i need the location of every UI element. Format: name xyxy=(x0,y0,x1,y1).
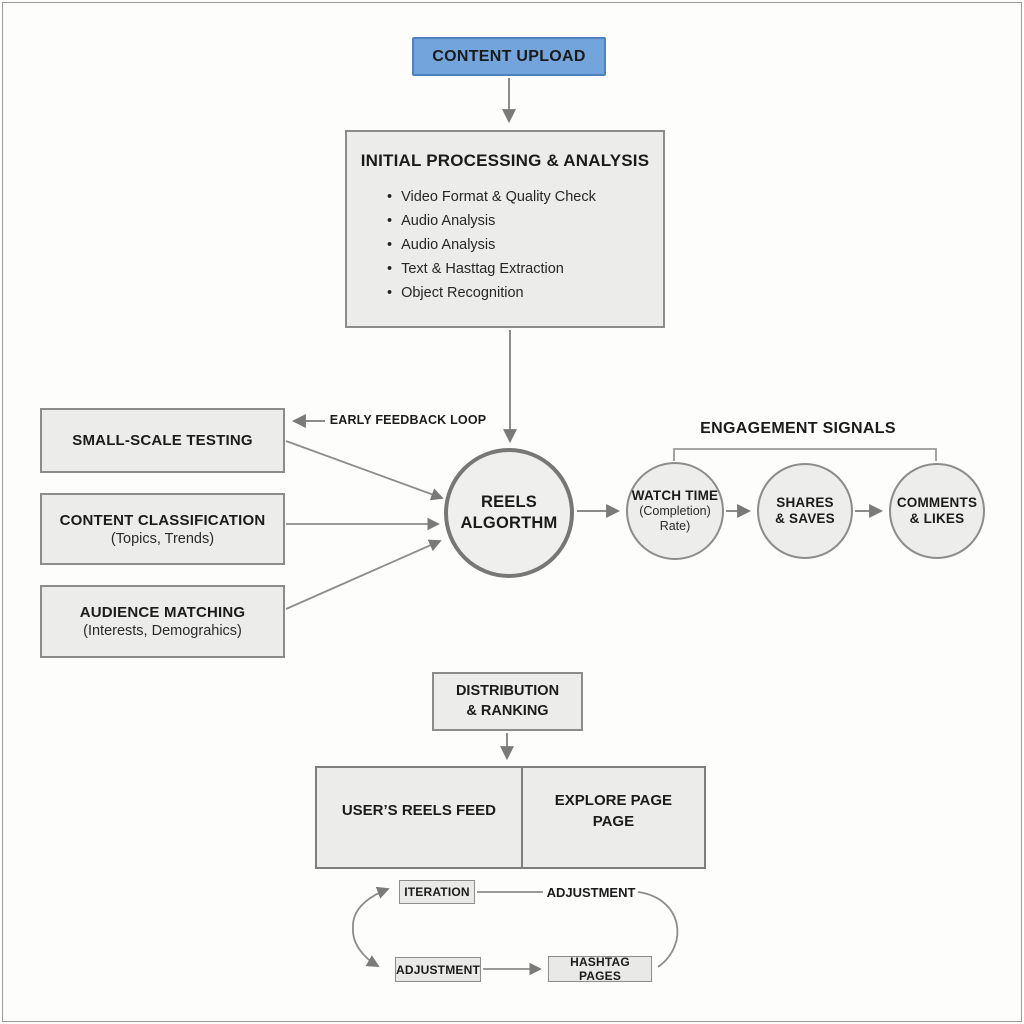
distribution-line1: DISTRIBUTION xyxy=(455,682,560,699)
comments-likes-line2: & LIKES xyxy=(909,511,965,526)
distribution-ranking-box: DISTRIBUTION & RANKING xyxy=(432,672,583,731)
reels-algorithm-line2: ALGORTHM xyxy=(460,514,558,532)
shares-saves-line1: SHARES xyxy=(776,494,834,510)
explore-page-line2: PAGE xyxy=(592,812,635,830)
initial-processing-box: INITIAL PROCESSING & ANALYSIS Video Form… xyxy=(345,130,665,328)
engagement-signals-title: ENGAGEMENT SIGNALS xyxy=(700,420,896,437)
iteration-box: ITERATION xyxy=(399,880,475,904)
bullet-text-hashtag: Text & Hasttag Extraction xyxy=(387,257,663,281)
arrow-testing-to-algorithm xyxy=(285,440,444,501)
content-classification-label: CONTENT CLASSIFICATION xyxy=(59,511,266,529)
explore-page-cell: EXPLORE PAGE PAGE xyxy=(520,768,704,867)
destination-feeds-box: USER’S REELS FEED EXPLORE PAGE PAGE xyxy=(315,766,706,869)
watch-time-line3: Rate) xyxy=(659,519,691,534)
bullet-object-recognition: Object Recognition xyxy=(387,281,663,305)
shares-saves-line2: & SAVES xyxy=(775,511,835,526)
adjustment-box: ADJUSTMENT xyxy=(395,957,481,982)
users-reels-feed-label: USER’S REELS FEED xyxy=(341,802,497,819)
content-upload-box: CONTENT UPLOAD xyxy=(412,37,606,76)
hashtag-pages-label: HASHTAG PAGES xyxy=(570,955,630,983)
early-feedback-loop-label: EARLY FEEDBACK LOOP xyxy=(329,413,487,427)
bullet-audio-analysis-2: Audio Analysis xyxy=(387,233,663,257)
engagement-signals-bracket xyxy=(673,448,937,461)
initial-processing-title: INITIAL PROCESSING & ANALYSIS xyxy=(360,151,650,170)
content-classification-subtitle: (Topics, Trends) xyxy=(110,530,215,547)
comments-likes-line1: COMMENTS xyxy=(896,494,978,510)
arrow-matching-to-algorithm xyxy=(285,539,442,610)
watch-time-circle: WATCH TIME (Completion) Rate) xyxy=(626,462,724,560)
initial-processing-bullet-list: Video Format & Quality Check Audio Analy… xyxy=(387,185,663,305)
reels-algorithm-line1: REELS xyxy=(480,493,537,512)
distribution-line2: & RANKING xyxy=(466,702,549,719)
users-reels-feed-cell: USER’S REELS FEED xyxy=(317,768,521,867)
watch-time-line1: WATCH TIME xyxy=(631,487,719,503)
audience-matching-subtitle: (Interests, Demograhics) xyxy=(83,623,242,639)
adjustment-text-label: ADJUSTMENT xyxy=(546,885,636,900)
bullet-video-format: Video Format & Quality Check xyxy=(387,185,663,209)
adjustment-box-label: ADJUSTMENT xyxy=(396,962,481,977)
cycle-curve-down-to-adjustment xyxy=(352,927,380,967)
reels-algorithm-circle: REELS ALGORTHM xyxy=(444,448,574,578)
bullet-audio-analysis-1: Audio Analysis xyxy=(387,209,663,233)
comments-likes-circle: COMMENTS & LIKES xyxy=(889,463,985,559)
iteration-label: ITERATION xyxy=(404,885,470,899)
cycle-curve-up-to-iteration xyxy=(352,886,390,929)
content-classification-box: CONTENT CLASSIFICATION (Topics, Trends) xyxy=(40,493,285,565)
audience-matching-box: AUDIENCE MATCHING (Interests, Demograhic… xyxy=(40,585,285,658)
cycle-curve-adjustment-to-hashtag xyxy=(637,891,679,968)
small-scale-testing-label: SMALL-SCALE TESTING xyxy=(72,432,253,449)
small-scale-testing-box: SMALL-SCALE TESTING xyxy=(40,408,285,473)
audience-matching-label: AUDIENCE MATCHING xyxy=(79,604,246,621)
explore-page-line1: EXPLORE PAGE xyxy=(554,791,673,809)
content-upload-label: CONTENT UPLOAD xyxy=(432,47,586,65)
hashtag-pages-box: HASHTAG PAGES xyxy=(548,955,652,983)
watch-time-line2: (Completion) xyxy=(639,504,711,519)
shares-saves-circle: SHARES & SAVES xyxy=(757,463,853,559)
